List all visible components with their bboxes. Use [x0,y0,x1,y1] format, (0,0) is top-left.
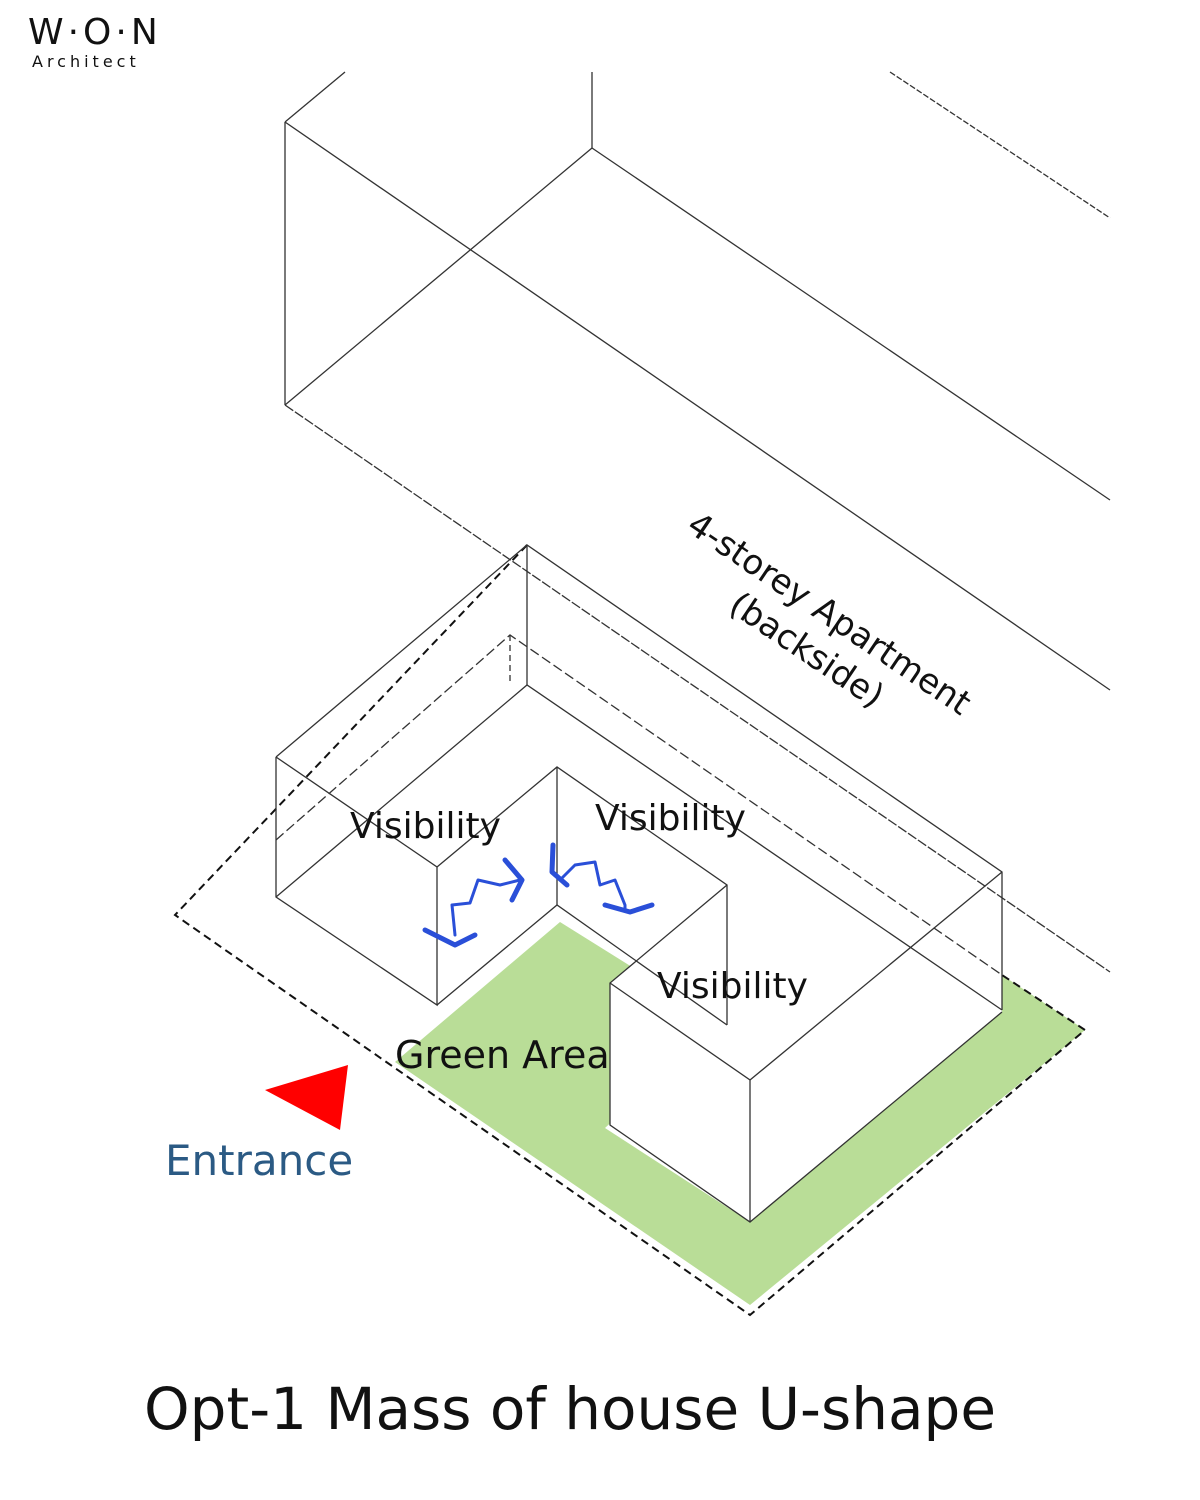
house-footprint [610,983,1002,1222]
entrance-marker-icon [265,1065,348,1130]
site-boundary [173,544,1087,1317]
logo-subtext: Architect [32,52,140,71]
green-area [395,922,1085,1305]
green-area-label: Green Area [395,1033,610,1077]
apartment-block [284,71,1111,973]
visibility-arrows [422,842,655,948]
visibility-label-left: Visibility [350,806,501,847]
caption: Opt-1 Mass of house U-shape [143,1375,997,1443]
visibility-label-right: Visibility [595,798,746,839]
visibility-label-front: Visibility [657,966,808,1007]
logo-text: W·O·N [28,12,162,53]
entrance-label: Entrance [165,1136,353,1185]
house-mass [275,544,1003,1223]
